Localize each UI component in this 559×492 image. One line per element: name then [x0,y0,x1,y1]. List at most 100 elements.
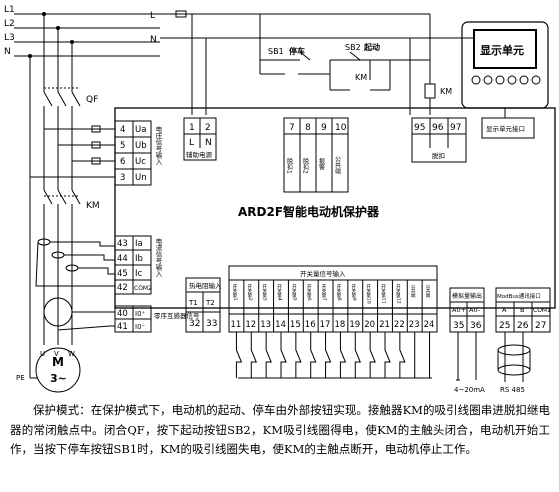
relay1-label: 报警 [318,157,325,171]
voltage-leads [30,125,115,178]
relay1-num: 10 [335,123,347,133]
display-button-icon [495,75,505,85]
modbus-num: 26 [517,321,529,331]
di-switches [235,332,431,378]
modbus-name: A [502,306,507,314]
di-name: 开关量2 [247,284,253,301]
i-term-num: 45 [117,269,128,279]
power-lines [14,13,160,330]
aux-num: 1 [189,123,195,133]
display-interface-box [481,117,535,139]
relay1-num: 8 [305,123,311,133]
caption: 保护模式：在保护模式下，电动机的起动、停车由外部按钮实现。接触器KM的吸引线圈串… [10,403,550,456]
sb1-id: SB1 [268,47,284,56]
analog-wiring [456,332,477,381]
display-button-icon [531,75,541,85]
current-label: 电流信号输入 [154,237,162,277]
display-unit [461,21,549,109]
di-name: 开关量8 [336,284,342,301]
sb2-id: SB2 [345,43,361,52]
z-term-num: 40 [117,309,128,319]
analog-name: A0- [469,306,481,314]
display-interface-label: 显示单元接口 [486,124,525,133]
relay2-label: 脱扣 [432,151,445,160]
z-term-name: I0⁻ [135,323,146,331]
i-term-name: COM2 [134,285,152,292]
di-num: 22 [394,320,405,330]
label-n: N [4,47,11,57]
relay1-num: 9 [321,123,327,133]
voltage-label: 电压信号输入 [154,125,162,166]
thermal-num: 32 [189,319,200,329]
di-num: 21 [379,320,390,330]
motor-u: U [40,350,45,358]
v-term-name: Ua [135,125,146,135]
wiring-diagram: L1 L2 L3 N QF KM M 3~ U [4,5,556,394]
i-term-name: Ib [135,254,143,264]
motor-wiring [29,290,115,378]
v-term-num: 3 [120,173,125,183]
v-term-num: 4 [120,125,125,135]
analog-terminals: 模拟量输出 A0+ A0- 35 36 [449,287,485,333]
label-l3: L3 [4,33,15,43]
sb2-label: 起动 [363,42,380,52]
di-num: 23 [409,320,420,330]
modbus-num: 27 [535,321,546,331]
km-coil-label: KM [440,87,452,96]
di-num: 20 [364,320,375,330]
control-supply [160,10,535,115]
di-num: 14 [275,320,286,330]
modbus-cable [497,332,531,382]
aux-power-terminals: 1 2 L N 辅助电源 [183,117,217,161]
modbus-note: RS 485 [500,386,525,394]
di-name: 开关量4 [277,284,283,301]
current-terminals: 43 Ia 44 Ib 45 Ic 42 COM2 [114,235,152,295]
di-name: 开关量9 [351,284,357,301]
display-button-icon [471,75,481,85]
analog-name: A0+ [452,306,466,314]
label-n-control: N [150,35,157,45]
motor-phase: 3~ [50,372,67,385]
di-switch-contact [265,332,272,378]
thermal-num: 33 [206,319,217,329]
relay2-num: 95 [414,123,425,133]
thermal-name: T1 [188,299,198,307]
relay1-label: 脱扣2 [302,157,309,174]
di-switch-contact [384,332,391,378]
label-l2: L2 [4,19,15,29]
motor-v: V [54,350,59,358]
aux-label: 辅助电源 [186,150,213,159]
di-num: 15 [290,320,301,330]
di-switch-contact [399,332,406,378]
modbus-name: COM1 [533,307,551,314]
di-name: 开关量6 [306,284,312,301]
voltage-terminals: 4 Ua 5 Ub 6 Uc 3 Un [114,120,152,186]
di-name: 开关量11 [381,284,387,304]
display-button-icon [507,75,517,85]
motor-symbol [35,347,81,393]
di-name: 开关量3 [262,284,268,301]
line-dots [28,12,74,58]
thermal-terminals: 热电阻输入 T1 T2 32 33 [185,277,222,333]
aux-name: L [189,138,194,148]
di-name: 公共端 [410,284,415,299]
di-switch-contact [325,332,332,378]
di-num: 16 [305,320,316,330]
pe-label: PE [16,374,25,382]
display-button-icon [483,75,493,85]
z-term-num: 41 [117,322,128,332]
z-term-name: I0⁺ [135,310,146,318]
analog-num: 36 [470,321,482,331]
di-switch-contact [250,332,258,378]
modbus-terminals: ModBus通讯接口 A B COM1 25 26 27 [495,287,551,333]
label-l1: L1 [4,5,15,15]
di-num: 19 [349,320,360,330]
di-switch-contact [310,332,317,378]
breaker-qf [43,87,81,190]
relay1-label: 公共端 [334,156,341,175]
di-num: 12 [245,320,256,330]
di-label: 开关量信号输入 [300,269,346,278]
relay2-num: 97 [450,123,461,133]
i-term-num: 42 [117,283,128,293]
di-name: 公共端 [425,284,430,299]
